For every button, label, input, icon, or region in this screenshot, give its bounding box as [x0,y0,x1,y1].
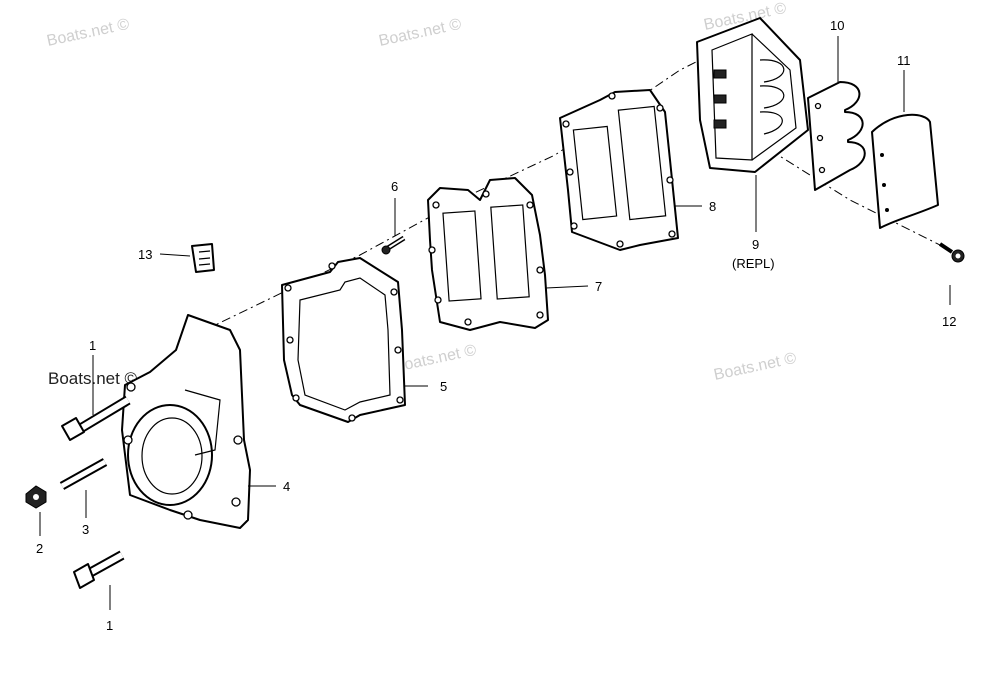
callout-12: 12 [942,314,956,329]
leader-7 [545,285,589,289]
part-5-gasket [281,257,406,423]
callout-6: 6 [391,179,398,194]
part-9-reed-block [696,17,809,173]
leader-13 [159,253,191,257]
part-2-nut [25,485,47,509]
callout-4: 4 [283,479,290,494]
part-11-reed-stop [871,113,939,229]
part-12-screw [938,242,965,263]
assembly-axis [204,59,701,331]
callout-1-upper: 1 [89,338,96,353]
callout-3: 3 [82,522,89,537]
callout-5: 5 [440,379,447,394]
callout-11: 11 [897,53,911,68]
part-6-screw [381,235,406,255]
part-10-reed-petals [807,81,866,191]
callout-8: 8 [709,199,716,214]
part-1-bolt-lower [73,550,125,589]
watermark: Boats.net © [712,350,798,384]
part-3-stud [59,458,108,490]
callout-2: 2 [36,541,43,556]
watermark: Boats.net © [392,342,478,376]
callout-9-note: (REPL) [732,256,775,271]
watermark: Boats.net © [377,16,463,50]
callout-10: 10 [830,18,844,33]
callout-13: 13 [138,247,152,262]
part-8-gasket [559,89,679,251]
callout-7: 7 [595,279,602,294]
part-13-bracket [191,243,215,273]
callout-1-lower: 1 [106,618,113,633]
part-1-bolt-upper [61,395,131,441]
part-7-gasket [427,177,549,331]
watermark: Boats.net © [45,16,131,50]
callout-9: 9 [752,237,759,252]
part-4-adapter-plate [121,314,251,529]
